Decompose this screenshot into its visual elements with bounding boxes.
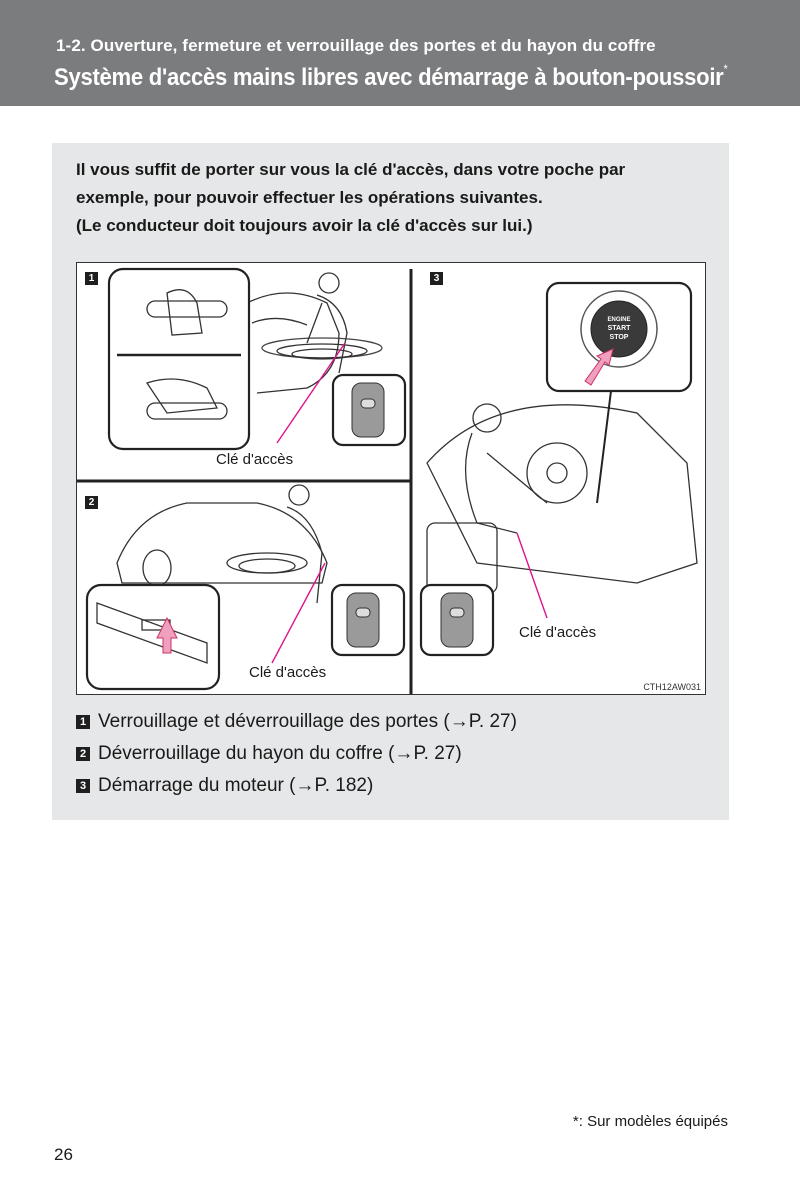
section-title: 1-2. Ouverture, fermeture et verrouillag…	[56, 36, 656, 55]
key-label: Clé d'accès	[517, 624, 599, 641]
key-fob	[351, 382, 385, 438]
list-item: 1 Verrouillage et déverrouillage des port…	[76, 706, 517, 738]
illustration: ENGINE START STOP 1 2 3 Clé d'accès Clé …	[76, 262, 706, 695]
car-rear-outline	[116, 502, 328, 584]
panel-3-drawing	[426, 403, 698, 594]
detection-waves	[226, 552, 308, 574]
footnote-mark: *	[723, 62, 728, 76]
steering-wheel	[526, 442, 588, 504]
item-text: Déverrouillage du hayon du coffre (→P. 2…	[98, 743, 462, 764]
key-fob	[346, 592, 380, 648]
arrow-icon	[156, 616, 178, 654]
person-head	[288, 484, 310, 506]
car-interior	[426, 404, 698, 584]
item-number: 1	[76, 715, 90, 729]
person-head	[472, 403, 502, 433]
item-text: Verrouillage et déverrouillage des porte…	[98, 711, 517, 732]
key-label: Clé d'accès	[214, 451, 296, 468]
key-fob	[440, 592, 474, 648]
panel-1-drawing	[107, 267, 383, 451]
intro-line: (Le conducteur doit toujours avoir la cl…	[76, 216, 533, 235]
panel-2-drawing	[85, 484, 328, 691]
list-item: 3 Démarrage du moteur (→P. 182)	[76, 770, 517, 802]
person-body	[306, 294, 348, 374]
key-label: Clé d'accès	[247, 664, 329, 681]
page-title: Système d'accès mains libres avec démarr…	[54, 62, 728, 91]
intro-text: Il vous suffit de porter sur vous la clé…	[76, 156, 716, 240]
item-text: Démarrage du moteur (→P. 182)	[98, 775, 374, 796]
item-number: 2	[76, 747, 90, 761]
panel-number: 2	[85, 496, 98, 509]
pointer-line	[271, 562, 326, 664]
door-handle	[146, 402, 228, 420]
handle-inset	[107, 267, 251, 451]
pointer-line	[516, 532, 548, 619]
arrow-icon	[584, 348, 614, 386]
intro-line: exemple, pour pouvoir effectuer les opér…	[76, 188, 543, 207]
list-item: 2 Déverrouillage du hayon du coffre (→P. …	[76, 738, 517, 770]
feature-list: 1 Verrouillage et déverrouillage des port…	[76, 706, 517, 802]
intro-line: Il vous suffit de porter sur vous la clé…	[76, 160, 626, 179]
opener-inset	[85, 583, 221, 691]
person-head	[318, 272, 340, 294]
panel-number: 3	[430, 272, 443, 285]
button-text: ENGINE	[607, 317, 630, 323]
hand	[145, 378, 219, 414]
person-body	[464, 432, 548, 534]
hand	[166, 289, 203, 336]
button-text: START	[608, 325, 632, 332]
illustration-drawing: ENGINE START STOP	[77, 267, 698, 694]
footnote: *: Sur modèles équipés	[572, 1113, 728, 1130]
button-text: STOP	[610, 334, 629, 341]
door-handle	[146, 300, 228, 318]
person-body	[286, 506, 323, 604]
car-front-outline	[246, 292, 340, 394]
page-number: 26	[54, 1145, 73, 1164]
panel-number: 1	[85, 272, 98, 285]
figure-code: CTH12AW031	[643, 682, 701, 692]
item-number: 3	[76, 779, 90, 793]
pointer-line	[276, 342, 346, 444]
header-bar: 1-2. Ouverture, fermeture et verrouillag…	[0, 0, 800, 106]
